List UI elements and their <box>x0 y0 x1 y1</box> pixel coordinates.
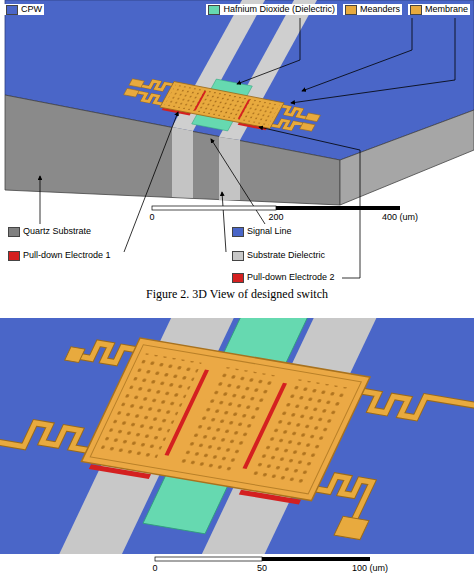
substrate-3d <box>5 0 474 205</box>
leader-line <box>211 139 265 224</box>
legend-swatch <box>410 5 422 15</box>
legend-item: Quartz Substrate <box>6 226 93 237</box>
legend-swatch <box>8 227 20 237</box>
anchor-pad <box>305 113 321 122</box>
meander <box>142 79 173 91</box>
meander <box>142 79 173 91</box>
legend-swatch <box>232 273 244 283</box>
meander <box>135 92 166 104</box>
legend-text: Quartz Substrate <box>23 226 91 237</box>
meander <box>0 399 95 457</box>
legend-swatch <box>208 5 220 15</box>
leader-line <box>237 18 300 84</box>
membrane <box>160 82 284 129</box>
scale-number: 100 (um) <box>351 563 389 573</box>
legend-text: Membrane <box>425 4 468 15</box>
legend-swatch <box>345 5 357 15</box>
meander <box>279 106 310 118</box>
meanders <box>0 318 474 547</box>
meander <box>279 106 310 118</box>
membrane-holes <box>164 85 279 126</box>
membrane-frame <box>90 345 361 494</box>
anchor-pad <box>334 516 369 539</box>
quartz-front-face <box>5 95 340 205</box>
leader-lines <box>40 18 455 278</box>
scale-segment <box>276 206 400 210</box>
legend-text: CPW <box>21 4 42 15</box>
leader-line <box>222 192 226 252</box>
legend-item: Signal Line <box>230 226 294 237</box>
scale-number: 0 <box>151 563 158 573</box>
legend-swatch <box>6 5 18 15</box>
legend-item: Hafnium Dioxide (Dielectric) <box>206 4 337 15</box>
legend-swatch <box>232 251 244 261</box>
leader-line <box>302 18 412 91</box>
scale-number: 50 <box>256 563 268 573</box>
legend-text: Meanders <box>360 4 400 15</box>
electrode-slot <box>238 99 251 119</box>
legend-text: Hafnium Dioxide (Dielectric) <box>223 4 335 15</box>
scale-number: 200 <box>267 212 284 222</box>
meander <box>79 341 134 364</box>
electrode-slot <box>243 383 288 469</box>
switch-zoom-body <box>0 318 474 554</box>
meander <box>272 119 303 131</box>
anchor-pad <box>129 79 145 88</box>
scale-number: 0 <box>148 212 155 222</box>
anchor-pad <box>65 347 85 363</box>
legend-text: Substrate Dielectric <box>247 250 325 261</box>
substrate-dielectric-gap <box>172 127 193 198</box>
meander <box>356 387 474 440</box>
scale-bar <box>152 206 400 210</box>
meanders <box>135 79 310 130</box>
scale-number: 400 (um) <box>381 212 419 222</box>
electrode-slot <box>165 370 210 456</box>
scale-segment <box>152 206 276 210</box>
anchor-pad <box>300 123 316 132</box>
legend-swatch <box>232 227 244 237</box>
figure-caption: Figure 2. 3D View of designed switch <box>0 287 474 302</box>
scale-segment <box>155 557 262 561</box>
leader-line <box>291 18 455 103</box>
meander <box>79 341 134 364</box>
meander <box>135 92 166 104</box>
legend-text: Signal Line <box>247 226 292 237</box>
legend-swatch <box>8 251 20 261</box>
meander <box>272 119 303 131</box>
membrane-holes <box>250 379 352 485</box>
meander <box>356 387 474 440</box>
legend-item: Pull-down Electrode 1 <box>6 250 113 261</box>
meander <box>0 399 95 457</box>
leader-line <box>124 112 178 252</box>
legend-item: Membrane <box>408 4 470 15</box>
legend-item: Substrate Dielectric <box>230 250 327 261</box>
legend-item: Meanders <box>343 4 402 15</box>
switch-small <box>116 64 329 145</box>
anchor-pad <box>124 88 140 97</box>
membrane <box>82 338 371 501</box>
switch-zoom <box>0 318 474 554</box>
scale-segment <box>262 557 370 561</box>
legend-item: CPW <box>4 4 44 15</box>
leader-line <box>40 176 41 224</box>
legend-text: Pull-down Electrode 2 <box>247 272 335 283</box>
legend-text: Pull-down Electrode 1 <box>23 250 111 261</box>
legend-item: Pull-down Electrode 2 <box>230 272 337 283</box>
scale-bar <box>155 557 370 561</box>
electrode-slot <box>194 91 207 111</box>
